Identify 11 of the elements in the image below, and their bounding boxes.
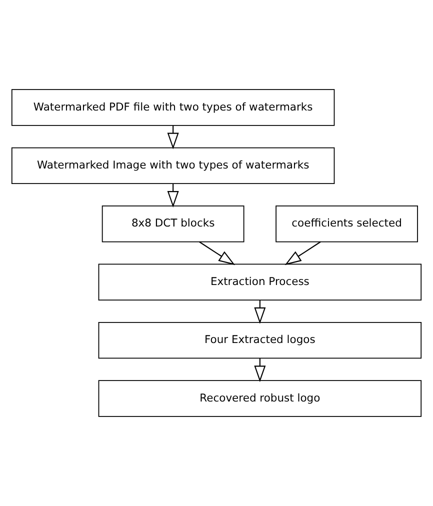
node-box: Watermarked PDF file with two types of watermarks <box>11 89 335 126</box>
node-box: Recovered robust logo <box>98 380 422 417</box>
arrow <box>167 126 179 150</box>
node-box: coefficients selected <box>276 206 418 242</box>
node-box: Watermarked Image with two types of watermarks <box>11 147 335 184</box>
arrow <box>284 241 321 266</box>
node-box: 8x8 DCT blocks <box>102 206 244 242</box>
arrow <box>254 300 266 324</box>
node-box: Extraction Process <box>98 264 422 300</box>
arrow <box>199 241 236 266</box>
node-box: Four Extracted logos <box>98 322 422 359</box>
